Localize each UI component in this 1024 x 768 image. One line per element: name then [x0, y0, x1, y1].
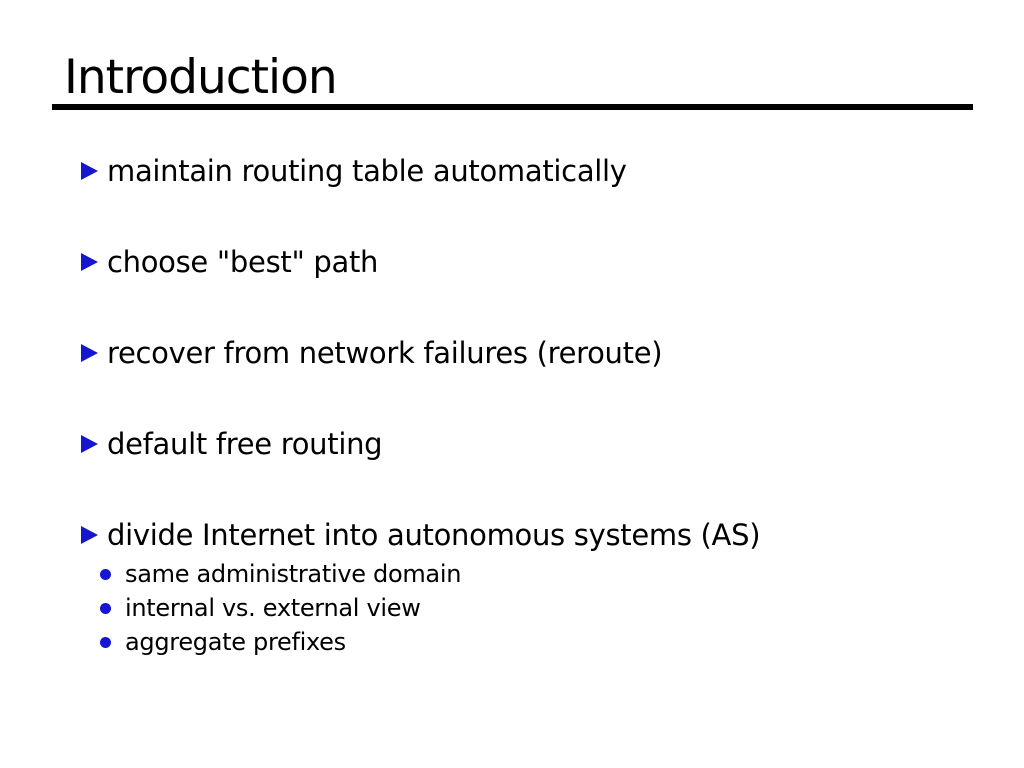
bullet-label: default free routing	[107, 427, 383, 461]
triangle-bullet-icon	[81, 435, 98, 453]
bullet-item: default free routing	[81, 424, 383, 464]
title-underline-rule	[52, 104, 973, 110]
triangle-bullet-icon	[81, 253, 98, 271]
sub-bullet-item: same administrative domain	[100, 559, 461, 589]
sub-bullet-label: same administrative domain	[125, 560, 462, 588]
bullet-item: recover from network failures (reroute)	[81, 333, 663, 373]
bullet-item: maintain routing table automatically	[81, 151, 627, 191]
dot-bullet-icon	[100, 568, 111, 580]
slide-title: Introduction	[64, 50, 338, 105]
dot-bullet-icon	[100, 602, 111, 614]
bullet-label: divide Internet into autonomous systems …	[107, 518, 761, 552]
sub-bullet-label: internal vs. external view	[125, 594, 421, 622]
triangle-bullet-icon	[81, 162, 98, 180]
bullet-label: recover from network failures (reroute)	[107, 336, 663, 370]
triangle-bullet-icon	[81, 526, 98, 544]
bullet-label: maintain routing table automatically	[107, 154, 627, 188]
sub-bullet-item: aggregate prefixes	[100, 627, 346, 657]
sub-bullet-item: internal vs. external view	[100, 593, 421, 623]
sub-bullet-label: aggregate prefixes	[125, 628, 346, 656]
bullet-item: divide Internet into autonomous systems …	[81, 515, 761, 555]
bullet-item: choose "best" path	[81, 242, 378, 282]
triangle-bullet-icon	[81, 344, 98, 362]
bullet-label: choose "best" path	[107, 245, 379, 279]
dot-bullet-icon	[100, 636, 111, 648]
